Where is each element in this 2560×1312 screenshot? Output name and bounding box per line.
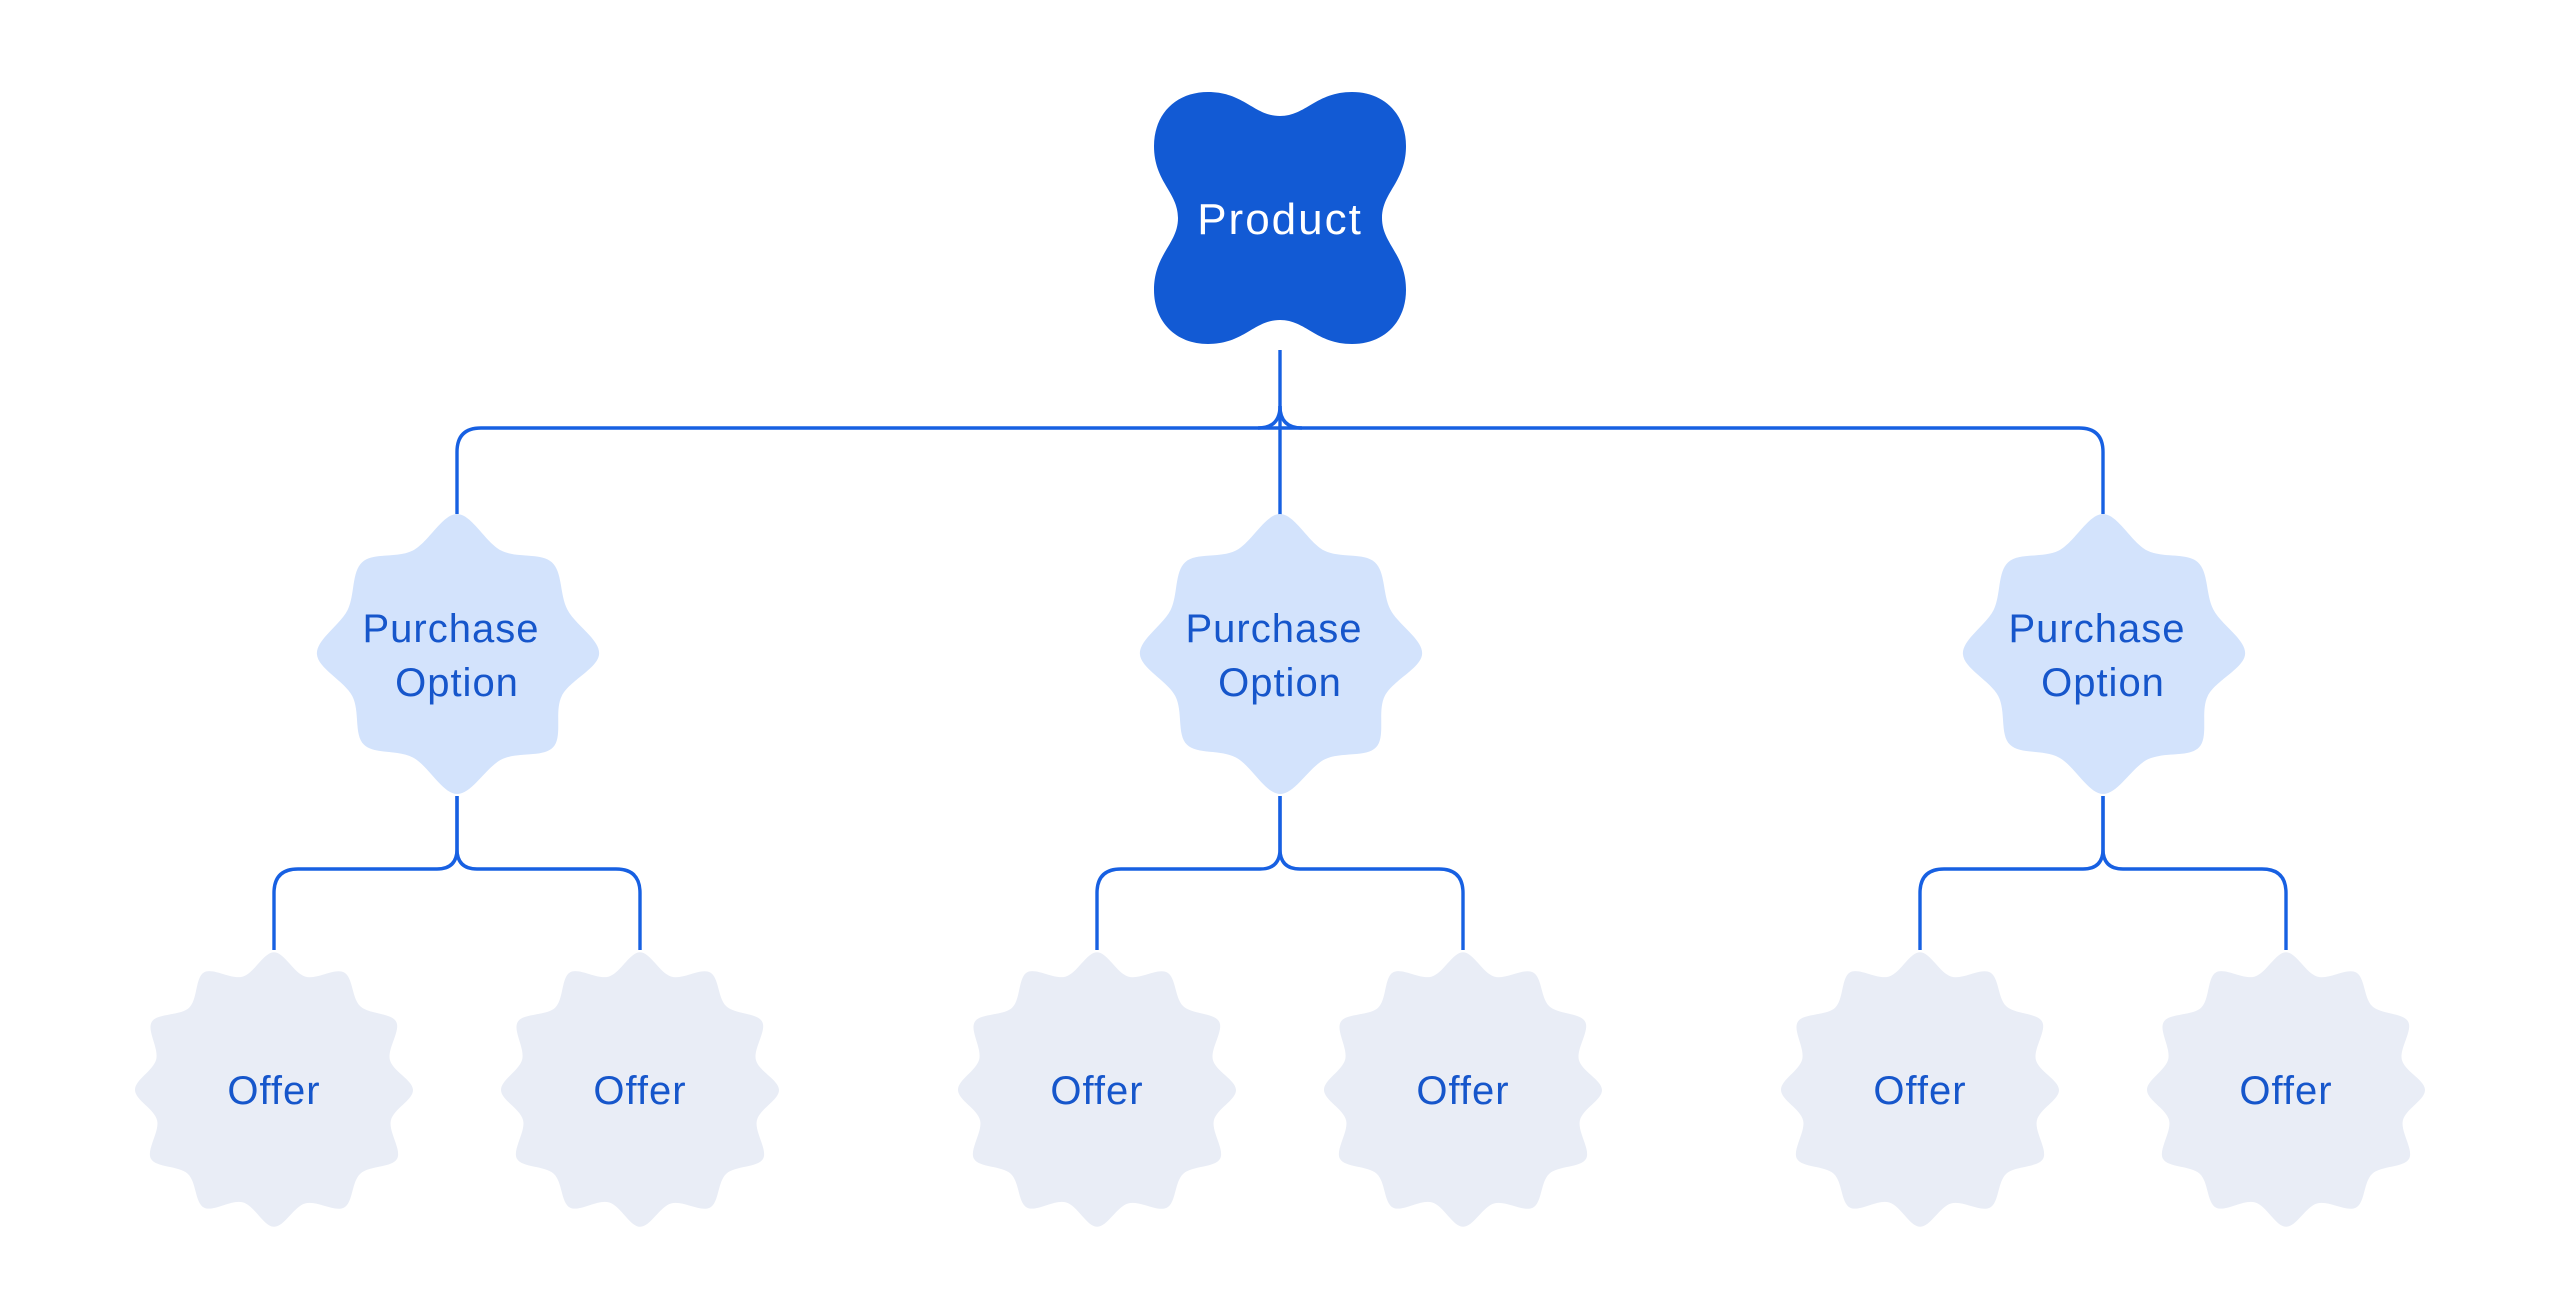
connector-branch-left [1095,796,1282,950]
purchase-option-label: Purchase Option [2008,607,2197,705]
purchase-option-label-line-2: Option [2041,661,2165,705]
purchase-option-blob-shape [1962,514,2246,795]
node-offer-6: Offer [2146,952,2426,1227]
offer-blob-shape [2146,952,2426,1227]
purchase-option-blob-shape [316,514,600,795]
connector-branch-right [455,796,642,950]
node-purchase-option-1: Purchase Option [316,514,600,795]
offer-label: Offer [593,1069,686,1113]
purchase-option-label-line-2: Option [395,661,519,705]
offer-label: Offer [227,1069,320,1113]
offer-label: Offer [1873,1069,1966,1113]
offer-blob-shape [1780,952,2060,1227]
connector-root-fillet-left [1257,405,1282,430]
purchase-option-label-line-2: Option [1218,661,1342,705]
connector-group-3 [1918,796,2288,950]
purchase-option-label: Purchase Option [362,607,551,705]
node-offer-1: Offer [134,952,414,1227]
product-blob-shape [1154,92,1406,344]
offer-label: Offer [1416,1069,1509,1113]
connector-group-1 [272,796,642,950]
connector-branch-left [272,796,459,950]
purchase-option-label-line-1: Purchase [1185,607,1362,651]
node-offer-5: Offer [1780,952,2060,1227]
connector-level-1 [455,350,2105,516]
node-offer-2: Offer [500,952,780,1227]
offer-blob-shape [500,952,780,1227]
offer-blob-shape [1323,952,1603,1227]
node-offer-3: Offer [957,952,1237,1227]
offer-label: Offer [2239,1069,2332,1113]
purchase-option-blob-shape [1139,514,1423,795]
offer-blob-shape [134,952,414,1227]
connector-root-fillet-right [1278,405,1303,430]
purchase-option-label: Purchase Option [1185,607,1374,705]
node-purchase-option-2: Purchase Option [1139,514,1423,795]
offer-label: Offer [1050,1069,1143,1113]
node-product: Product [1154,92,1406,344]
connector-group-2 [1095,796,1465,950]
offer-blob-shape [957,952,1237,1227]
connector-branch-right [1278,796,1465,950]
purchase-option-label-line-1: Purchase [2008,607,2185,651]
connector-branch-left [1918,796,2105,950]
product-label: Product [1197,195,1363,244]
connector-branch-right [2101,796,2288,950]
node-purchase-option-3: Purchase Option [1962,514,2246,795]
purchase-option-label-line-1: Purchase [362,607,539,651]
node-offer-4: Offer [1323,952,1603,1227]
